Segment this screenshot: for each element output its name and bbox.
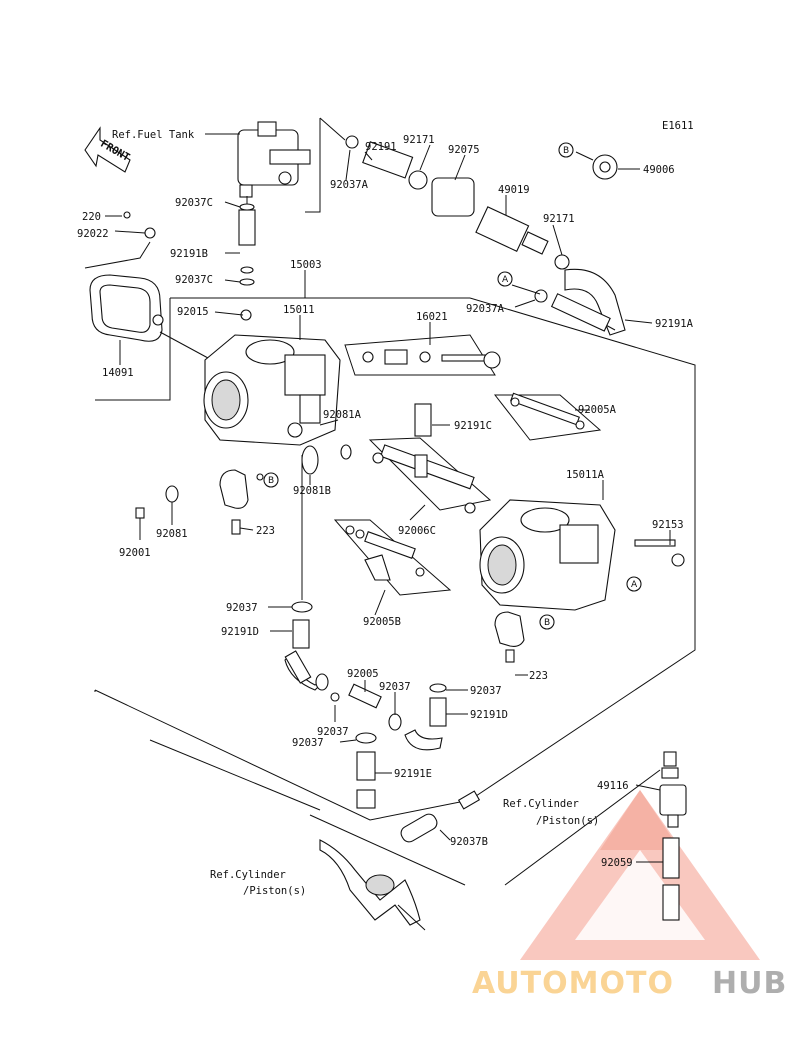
- part-label-92015: 92015: [177, 306, 209, 318]
- lower-hoses-left: [284, 455, 402, 809]
- part-label-92191b: 92191B: [170, 248, 208, 260]
- part-label-92037b: 92037B: [450, 836, 488, 848]
- carburetor-left: [203, 309, 341, 446]
- fuel-valve-assembly: [237, 121, 311, 286]
- cylinder-lower-left: [319, 839, 426, 931]
- part-label-92153: 92153: [652, 519, 684, 531]
- part-label-49116: 49116: [597, 780, 629, 792]
- svg-text:A: A: [631, 580, 638, 590]
- callout-a-right: [626, 576, 642, 592]
- part-label-92075: 92075: [448, 144, 480, 156]
- part-label-92191d-left: 92191D: [221, 626, 259, 638]
- callout-b-right: [539, 614, 555, 630]
- part-label-92005: 92005: [347, 668, 379, 680]
- ref-fuel-tank-label: Ref.Fuel Tank: [112, 129, 195, 141]
- ref-cylinder-left-line1: Ref.Cylinder: [210, 869, 286, 881]
- part-label-92005b: 92005B: [363, 616, 401, 628]
- part-label-92037a-top: 92037A: [330, 179, 369, 191]
- part-label-49006: 49006: [643, 164, 675, 176]
- svg-text:A: A: [502, 275, 509, 285]
- part-label-223-right: 223: [529, 670, 548, 682]
- callout-a-top: [497, 271, 513, 287]
- part-label-92037-left: 92037: [226, 602, 258, 614]
- part-label-92037c-1: 92037C: [175, 197, 213, 209]
- part-label-92022: 92022: [77, 228, 109, 240]
- part-label-92001: 92001: [119, 547, 151, 559]
- pipe-kit-92005a: [493, 392, 602, 441]
- part-label-92037c-2: 92037C: [175, 274, 213, 286]
- watermark-triangle-top: [600, 790, 680, 850]
- svg-text:B: B: [544, 618, 550, 628]
- watermark-text-automoto: AUTOMOTO: [472, 966, 674, 1001]
- watermark-text: AUTOMOTO HUB: [472, 966, 787, 1001]
- part-label-92059: 92059: [601, 857, 633, 869]
- part-label-92037-center-3: 92037: [292, 737, 324, 749]
- part-label-92006c: 92006C: [398, 525, 436, 537]
- watermark-text-hub: HUB: [712, 966, 787, 1001]
- lower-hoses-right: [400, 683, 481, 843]
- part-label-92037-center-2: 92037: [317, 726, 349, 738]
- part-label-92081: 92081: [156, 528, 188, 540]
- part-label-15011a: 15011A: [566, 469, 605, 481]
- guide-lines: [84, 117, 696, 886]
- part-label-92191d-right: 92191D: [470, 709, 508, 721]
- part-label-92037a-mid: 92037A: [466, 303, 505, 315]
- part-label-220: 220: [82, 211, 101, 223]
- ref-cylinder-left-line2: /Piston(s): [243, 885, 306, 897]
- ref-cylinder-right-line2: /Piston(s): [536, 815, 599, 827]
- pipe-kit-92005b: [333, 519, 452, 596]
- part-label-92037-center: 92037: [379, 681, 411, 693]
- part-label-92081b: 92081B: [293, 485, 331, 497]
- fuel-filter-line: [345, 135, 626, 336]
- part-label-92191c: 92191C: [454, 420, 492, 432]
- part-label-92191e: 92191E: [394, 768, 432, 780]
- air-box-cover: [89, 211, 209, 359]
- part-label-15011: 15011: [283, 304, 315, 316]
- left-small-parts: [135, 444, 352, 535]
- part-label-92191a: 92191A: [655, 318, 694, 330]
- leader-lines: [105, 133, 671, 863]
- part-label-223-left: 223: [256, 525, 275, 537]
- part-label-92171-top: 92171: [403, 134, 435, 146]
- part-label-92005a: 92005A: [578, 404, 617, 416]
- part-labels: E1611 Ref.Fuel Tank 92191 92171 92075 92…: [77, 120, 694, 897]
- part-label-49019: 49019: [498, 184, 530, 196]
- front-arrow-shape: [84, 126, 131, 173]
- callout-b-left: [263, 472, 279, 488]
- carburetor-right: [479, 499, 685, 663]
- part-label-92037-right: 92037: [470, 685, 502, 697]
- svg-text:B: B: [563, 146, 569, 156]
- right-vertical-fitting: [659, 751, 687, 921]
- part-label-16021: 16021: [416, 311, 448, 323]
- part-label-15003: 15003: [290, 259, 322, 271]
- fuel-tee-assembly: [368, 403, 492, 514]
- part-label-92081a: 92081A: [323, 409, 362, 421]
- jet-kit: [344, 334, 501, 376]
- part-label-92191-top: 92191: [365, 141, 397, 153]
- callout-markers: B A B A B: [263, 142, 642, 630]
- ref-cylinder-right-line1: Ref.Cylinder: [503, 798, 579, 810]
- callout-b-top: [558, 142, 574, 158]
- svg-text:B: B: [268, 476, 274, 486]
- part-label-14091: 14091: [102, 367, 134, 379]
- diagram-code: E1611: [662, 120, 694, 132]
- part-label-92171-mid: 92171: [543, 213, 575, 225]
